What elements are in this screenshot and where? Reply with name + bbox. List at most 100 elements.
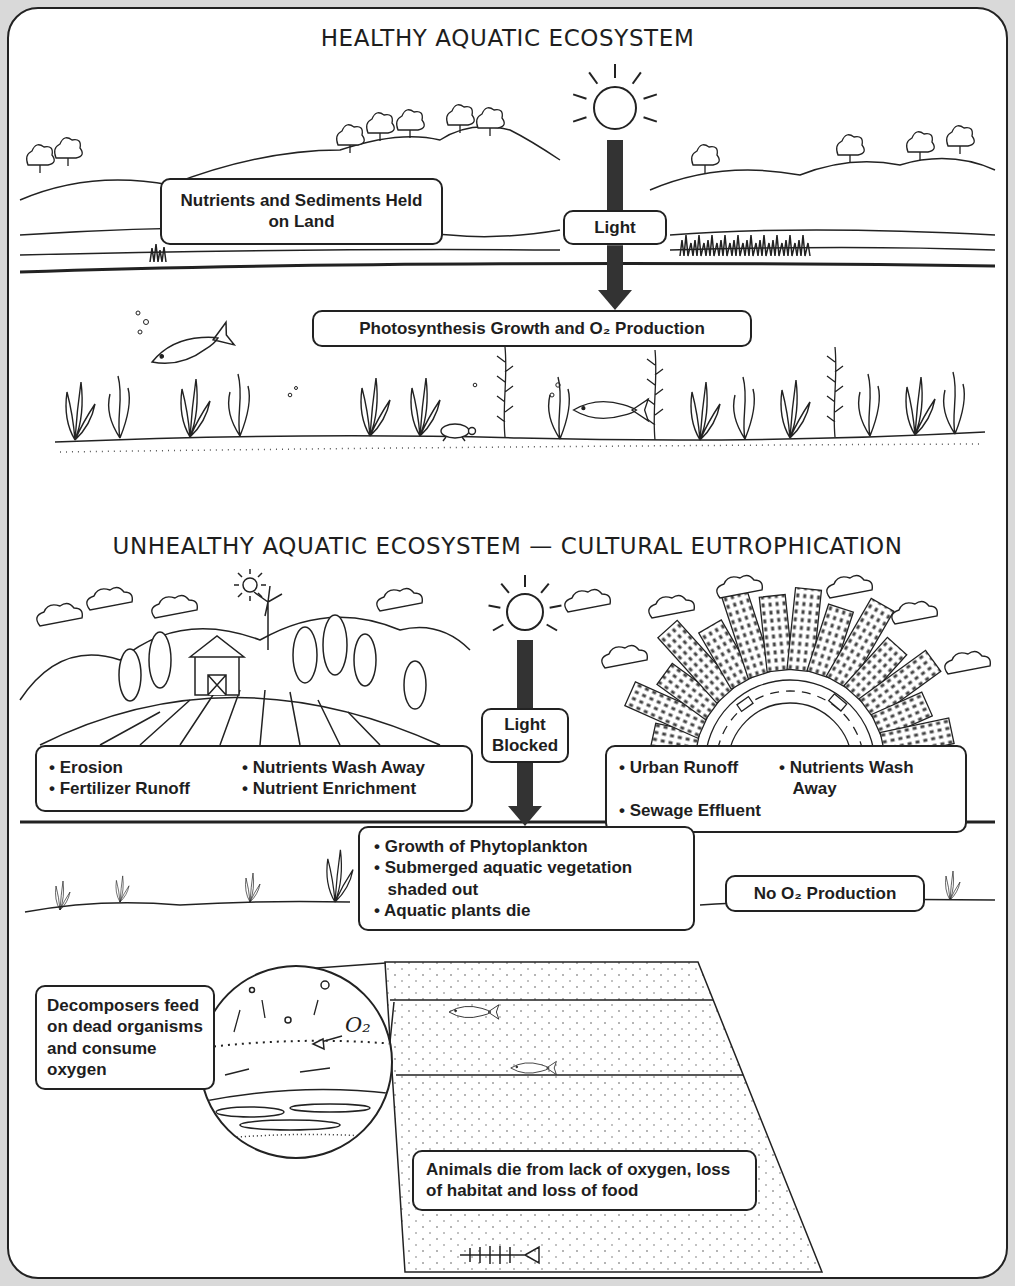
healthy-underwater <box>441 424 469 438</box>
magnifier <box>216 1107 284 1117</box>
box-text: • Nutrients Wash Away <box>242 757 459 778</box>
sun <box>614 64 616 78</box>
healthy-landscape <box>27 145 55 173</box>
city <box>565 589 611 612</box>
healthy-landscape <box>337 125 365 153</box>
box-text: Animals die from lack of oxygen, loss of… <box>426 1159 743 1202</box>
magnifier <box>225 1000 330 1075</box>
box-text: • Aquatic plants die <box>374 900 679 921</box>
box-text: Light <box>573 217 657 238</box>
water-surface <box>327 850 353 902</box>
water-cross-section <box>385 962 822 1272</box>
healthy-underwater <box>138 330 142 334</box>
healthy-underwater <box>148 322 234 373</box>
magnifier <box>290 1104 370 1112</box>
healthy-underwater <box>109 376 130 438</box>
farmland <box>119 649 141 701</box>
box-text: Nutrients and Sediments Held on Land <box>174 190 429 233</box>
magnifier <box>240 1120 340 1130</box>
sun <box>573 94 586 98</box>
healthy-underwater <box>136 311 140 315</box>
arrow-part <box>517 763 533 807</box>
healthy-landscape <box>692 145 720 173</box>
box-text: • Urban Runoff <box>619 757 761 800</box>
city <box>717 575 763 598</box>
healthy-underwater <box>691 382 720 440</box>
water-surface <box>56 881 71 910</box>
healthy-underwater <box>361 378 390 436</box>
box-text: • Nutrient Enrichment <box>242 778 459 799</box>
box-text: • Growth of Phytoplankton <box>374 836 679 857</box>
farmland <box>100 690 380 745</box>
healthy-underwater <box>60 444 980 452</box>
light-arrow <box>508 763 542 827</box>
water-cross-section <box>385 962 822 1272</box>
arrow-part <box>598 290 632 310</box>
healthy-underwater <box>66 382 95 440</box>
healthy-underwater <box>288 393 292 397</box>
sun <box>594 87 636 129</box>
sun <box>547 625 557 631</box>
city <box>829 694 847 711</box>
box-text: Light Blocked <box>489 714 561 757</box>
water-cross-section <box>511 1061 557 1074</box>
healthy-underwater <box>556 383 560 387</box>
healthy-underwater <box>55 311 985 452</box>
effect-box: No O₂ Production <box>725 875 925 912</box>
section-heading: HEALTHY AQUATIC ECOSYSTEM <box>20 24 995 54</box>
sun <box>524 575 526 587</box>
healthy-landscape <box>397 110 425 138</box>
healthy-underwater <box>574 399 649 421</box>
sun <box>633 72 641 83</box>
box-text: • Nutrients Wash Away <box>779 757 953 800</box>
farmland <box>195 655 239 695</box>
healthy-underwater <box>469 428 476 435</box>
effect-box: • Growth of Phytoplankton• Submerged aqu… <box>358 826 695 931</box>
farmland <box>234 569 266 601</box>
farmland <box>119 615 426 709</box>
light-box: Light Blocked <box>481 708 569 763</box>
magnifier <box>200 966 392 1158</box>
water-surface <box>116 876 129 902</box>
farmland <box>254 586 282 650</box>
water-surface <box>946 871 961 900</box>
farmland <box>40 698 440 746</box>
magnifier <box>285 1017 291 1023</box>
healthy-underwater <box>944 372 965 434</box>
farmland <box>152 595 198 618</box>
farmland <box>404 661 426 709</box>
farmland <box>37 603 83 626</box>
o2-label: O₂ <box>345 1013 385 1038</box>
light-box: Light <box>563 210 667 245</box>
farmland <box>20 617 470 700</box>
cause-box: • Erosion• Nutrients Wash Away• Fertiliz… <box>35 745 473 812</box>
healthy-landscape <box>367 113 395 141</box>
sun <box>589 72 597 83</box>
healthy-underwater <box>295 387 298 390</box>
healthy-underwater <box>906 377 935 435</box>
sun <box>644 94 657 98</box>
sun <box>573 64 657 129</box>
frame <box>8 8 1007 1278</box>
info-box: Nutrients and Sediments Held on Land <box>160 178 443 245</box>
healthy-underwater <box>734 377 755 439</box>
water-surface <box>25 901 350 912</box>
section-heading: UNHEALTHY AQUATIC ECOSYSTEM — CULTURAL E… <box>20 532 995 562</box>
light-arrow <box>598 245 632 310</box>
farmland <box>377 588 423 611</box>
box-text: • Submerged aquatic vegetation shaded ou… <box>374 857 679 900</box>
magnifier <box>321 981 329 989</box>
farmland <box>243 578 257 592</box>
healthy-underwater <box>550 393 554 397</box>
healthy-landscape <box>477 108 505 136</box>
callout-box: Animals die from lack of oxygen, loss of… <box>412 1150 757 1211</box>
magnifier <box>200 963 395 1158</box>
healthy-landscape <box>947 126 975 154</box>
water-surface <box>246 873 261 902</box>
city <box>892 601 938 624</box>
healthy-landscape <box>150 244 166 262</box>
city <box>602 645 648 668</box>
farmland <box>190 636 244 695</box>
